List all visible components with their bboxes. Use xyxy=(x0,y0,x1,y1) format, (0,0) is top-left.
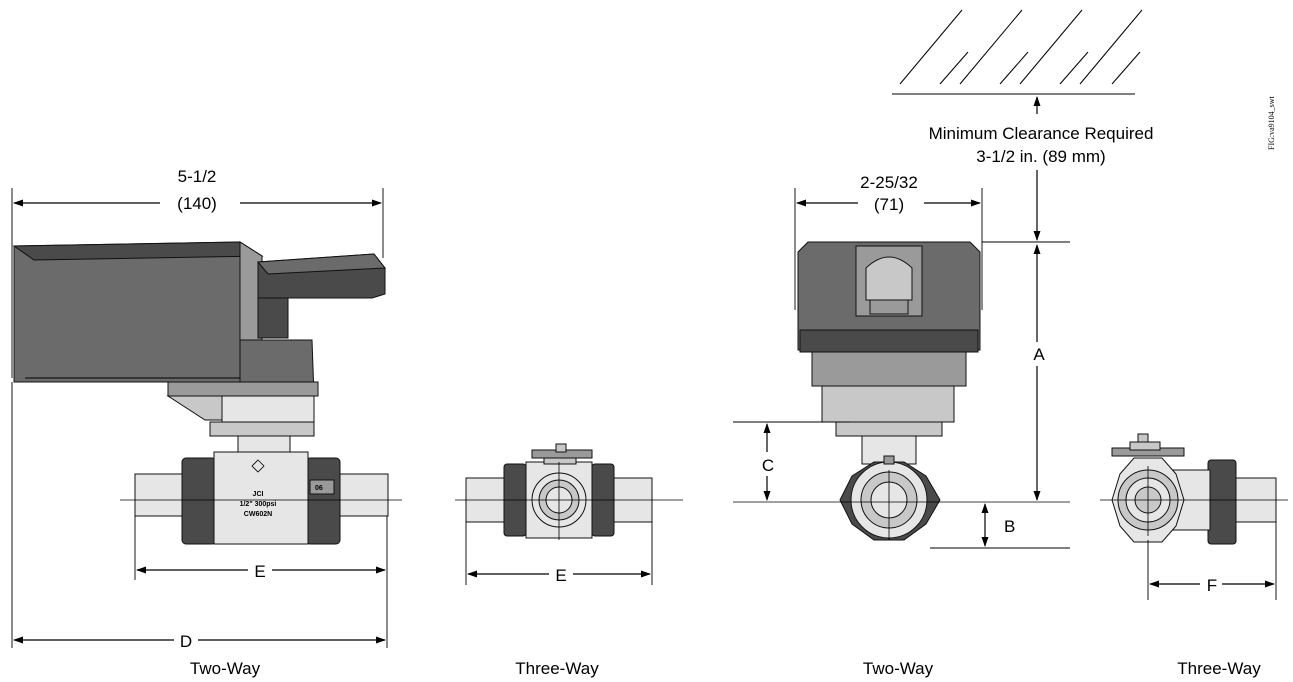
label-a: A xyxy=(1033,345,1045,364)
actuator-width-mm: (71) xyxy=(874,195,904,214)
overall-width-mm: (140) xyxy=(177,194,217,213)
caption-three-way-side: Three-Way xyxy=(515,659,599,678)
ceiling-hatch xyxy=(892,9,1143,95)
label-d: D xyxy=(180,632,192,651)
view-two-way-end: Minimum Clearance Required 3-1/2 in. (89… xyxy=(733,9,1154,678)
label-f: F xyxy=(1207,576,1217,595)
valve-model-marking: CW602N xyxy=(244,511,272,518)
caption-two-way-side: Two-Way xyxy=(190,659,261,678)
caption-two-way-end: Two-Way xyxy=(863,659,934,678)
valve-body-two-way-end xyxy=(839,455,941,541)
view-three-way-side: E Three-Way xyxy=(455,443,683,678)
clearance-label-line1: Minimum Clearance Required xyxy=(929,124,1154,143)
valve-body-two-way: JCI 1/2" 300psi CW602N 06 xyxy=(134,451,389,545)
view-three-way-end: F Three-Way xyxy=(1100,433,1288,678)
view-two-way-side: 5-1/2 (140) JCI 1/2" 3 xyxy=(11,167,402,678)
valve-brand-marking: JCI xyxy=(253,491,264,498)
label-b: B xyxy=(1004,517,1015,536)
label-e-two-way: E xyxy=(254,562,265,581)
clearance-label-line2: 3-1/2 in. (89 mm) xyxy=(976,147,1105,166)
actuator-width-inch: 2-25/32 xyxy=(860,173,918,192)
label-c: C xyxy=(762,456,774,475)
caption-three-way-end: Three-Way xyxy=(1177,659,1261,678)
overall-width-inch: 5-1/2 xyxy=(178,167,217,186)
label-e-three-way: E xyxy=(555,566,566,585)
actuator-two-way-end xyxy=(797,241,981,465)
actuator-two-way-side xyxy=(12,241,386,423)
figure-id: FIG:va9104_swt xyxy=(1267,95,1276,150)
valve-size-tag: 06 xyxy=(315,485,323,492)
valve-rating-marking: 1/2" 300psi xyxy=(240,501,277,508)
